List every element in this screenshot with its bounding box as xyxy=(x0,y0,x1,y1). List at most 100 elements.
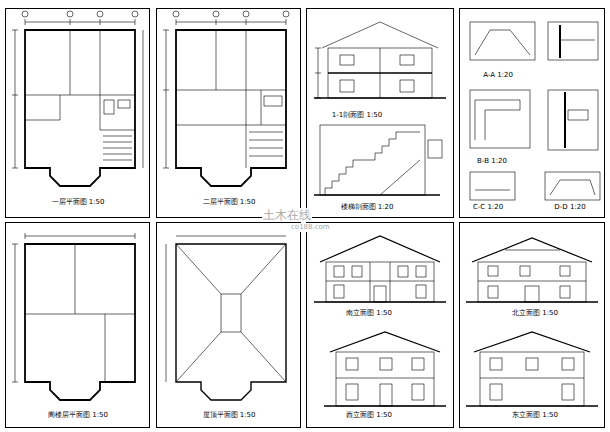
floor-plan xyxy=(103,160,132,161)
construction-details xyxy=(545,172,600,200)
floor-plan xyxy=(243,11,249,17)
drawing-title: 阁楼层平面图 1:50 xyxy=(47,411,109,420)
elevation xyxy=(390,262,391,302)
building-section xyxy=(400,80,414,92)
floor-plan xyxy=(286,19,287,25)
floor-plan xyxy=(246,125,286,126)
elevation xyxy=(324,332,446,406)
floor-plan xyxy=(176,30,286,186)
floor-plan xyxy=(105,314,106,382)
construction-details xyxy=(559,25,561,58)
elevation xyxy=(488,286,498,298)
floor-plan xyxy=(12,233,135,400)
elevation xyxy=(480,378,584,379)
roof-plan xyxy=(166,244,167,382)
construction-details xyxy=(475,190,510,191)
floor-plan xyxy=(249,132,283,133)
floor-plan xyxy=(70,19,71,25)
elevation xyxy=(472,238,592,262)
roof-plan xyxy=(176,244,221,294)
elevation xyxy=(526,358,538,370)
construction-details xyxy=(475,100,520,140)
drawing-panel: 南立面图 1:50西立面图 1:50 xyxy=(306,222,454,428)
building-section xyxy=(340,55,354,65)
stair-section xyxy=(314,125,442,195)
elevation xyxy=(466,238,598,302)
elevation xyxy=(398,266,408,277)
drawing-panel: A-A 1:20B-B 1:20C-C 1:20D-D 1:20 xyxy=(459,8,605,218)
building-section xyxy=(340,80,354,92)
floor-plan xyxy=(216,19,217,25)
roof-plan xyxy=(176,332,221,382)
elevation xyxy=(560,266,570,276)
floor-plan xyxy=(135,233,136,239)
roof-plan xyxy=(176,236,286,237)
watermark: 土木在线 xyxy=(262,208,312,222)
construction-details xyxy=(470,22,535,60)
drawing-title: 二层平面图 1:50 xyxy=(202,198,257,207)
elevation xyxy=(336,352,434,406)
floor-plan xyxy=(246,30,247,168)
elevation xyxy=(346,358,358,370)
floor-plan xyxy=(283,11,289,17)
elevation xyxy=(490,358,502,370)
construction-details xyxy=(470,22,600,200)
floor-plan xyxy=(22,11,28,17)
elevation xyxy=(374,286,386,302)
floor-plan xyxy=(100,30,101,130)
drawing-title: B-B 1:20 xyxy=(476,157,508,166)
floor-plan xyxy=(261,90,262,125)
floor-plan xyxy=(173,11,179,17)
drawing-title: 屋顶平面图 1:50 xyxy=(202,411,257,420)
watermark: co188.com xyxy=(290,223,331,232)
roof-plan xyxy=(241,294,242,332)
floor-plan xyxy=(163,90,169,91)
floor-plan xyxy=(25,314,135,315)
elevation xyxy=(520,266,530,276)
floor-plan xyxy=(12,244,18,245)
floor-plan xyxy=(25,244,135,400)
building-section xyxy=(315,98,321,99)
drawing-panel: 屋顶平面图 1:50 xyxy=(156,222,301,428)
drawing-title: A-A 1:20 xyxy=(482,71,514,80)
drawing-panel: 阁楼层平面图 1:50 xyxy=(5,222,150,428)
floor-plan xyxy=(176,125,246,126)
floor-plan xyxy=(213,11,219,17)
building-section xyxy=(315,48,321,49)
drawing-title: 一层平面图 1:50 xyxy=(51,198,106,207)
floor-plan xyxy=(176,22,286,23)
construction-details xyxy=(475,30,530,55)
roof-plan xyxy=(166,236,286,400)
building-section xyxy=(328,48,432,98)
elevation xyxy=(562,384,574,400)
construction-details xyxy=(548,22,598,60)
floor-plan xyxy=(12,11,143,186)
elevation xyxy=(326,262,434,302)
floor-plan xyxy=(249,156,283,157)
drawing-title: 南立面图 1:50 xyxy=(345,309,393,318)
floor-plan xyxy=(25,233,26,239)
stair-section xyxy=(380,160,420,195)
building-section xyxy=(314,22,446,98)
drawing-title: C-C 1:20 xyxy=(472,203,504,212)
floor-plan xyxy=(75,244,76,314)
floor-plan xyxy=(163,168,169,169)
floor-plan xyxy=(103,136,132,137)
elevation xyxy=(314,236,446,302)
drawing-title: 北立面图 1:50 xyxy=(511,309,559,318)
floor-plan xyxy=(70,30,71,95)
floor-plan xyxy=(60,95,61,120)
elevation xyxy=(488,266,498,276)
elevation xyxy=(370,262,371,302)
building-section xyxy=(400,55,414,65)
floor-plan xyxy=(103,148,132,149)
building-section xyxy=(380,48,381,98)
floor-plan xyxy=(15,30,16,168)
drawing-title: 楼梯剖面图 1:20 xyxy=(340,203,395,212)
roof-plan xyxy=(241,244,286,294)
elevation xyxy=(412,358,424,370)
floor-plan xyxy=(25,30,135,186)
floor-plan xyxy=(12,95,18,96)
floor-plan xyxy=(25,22,135,23)
